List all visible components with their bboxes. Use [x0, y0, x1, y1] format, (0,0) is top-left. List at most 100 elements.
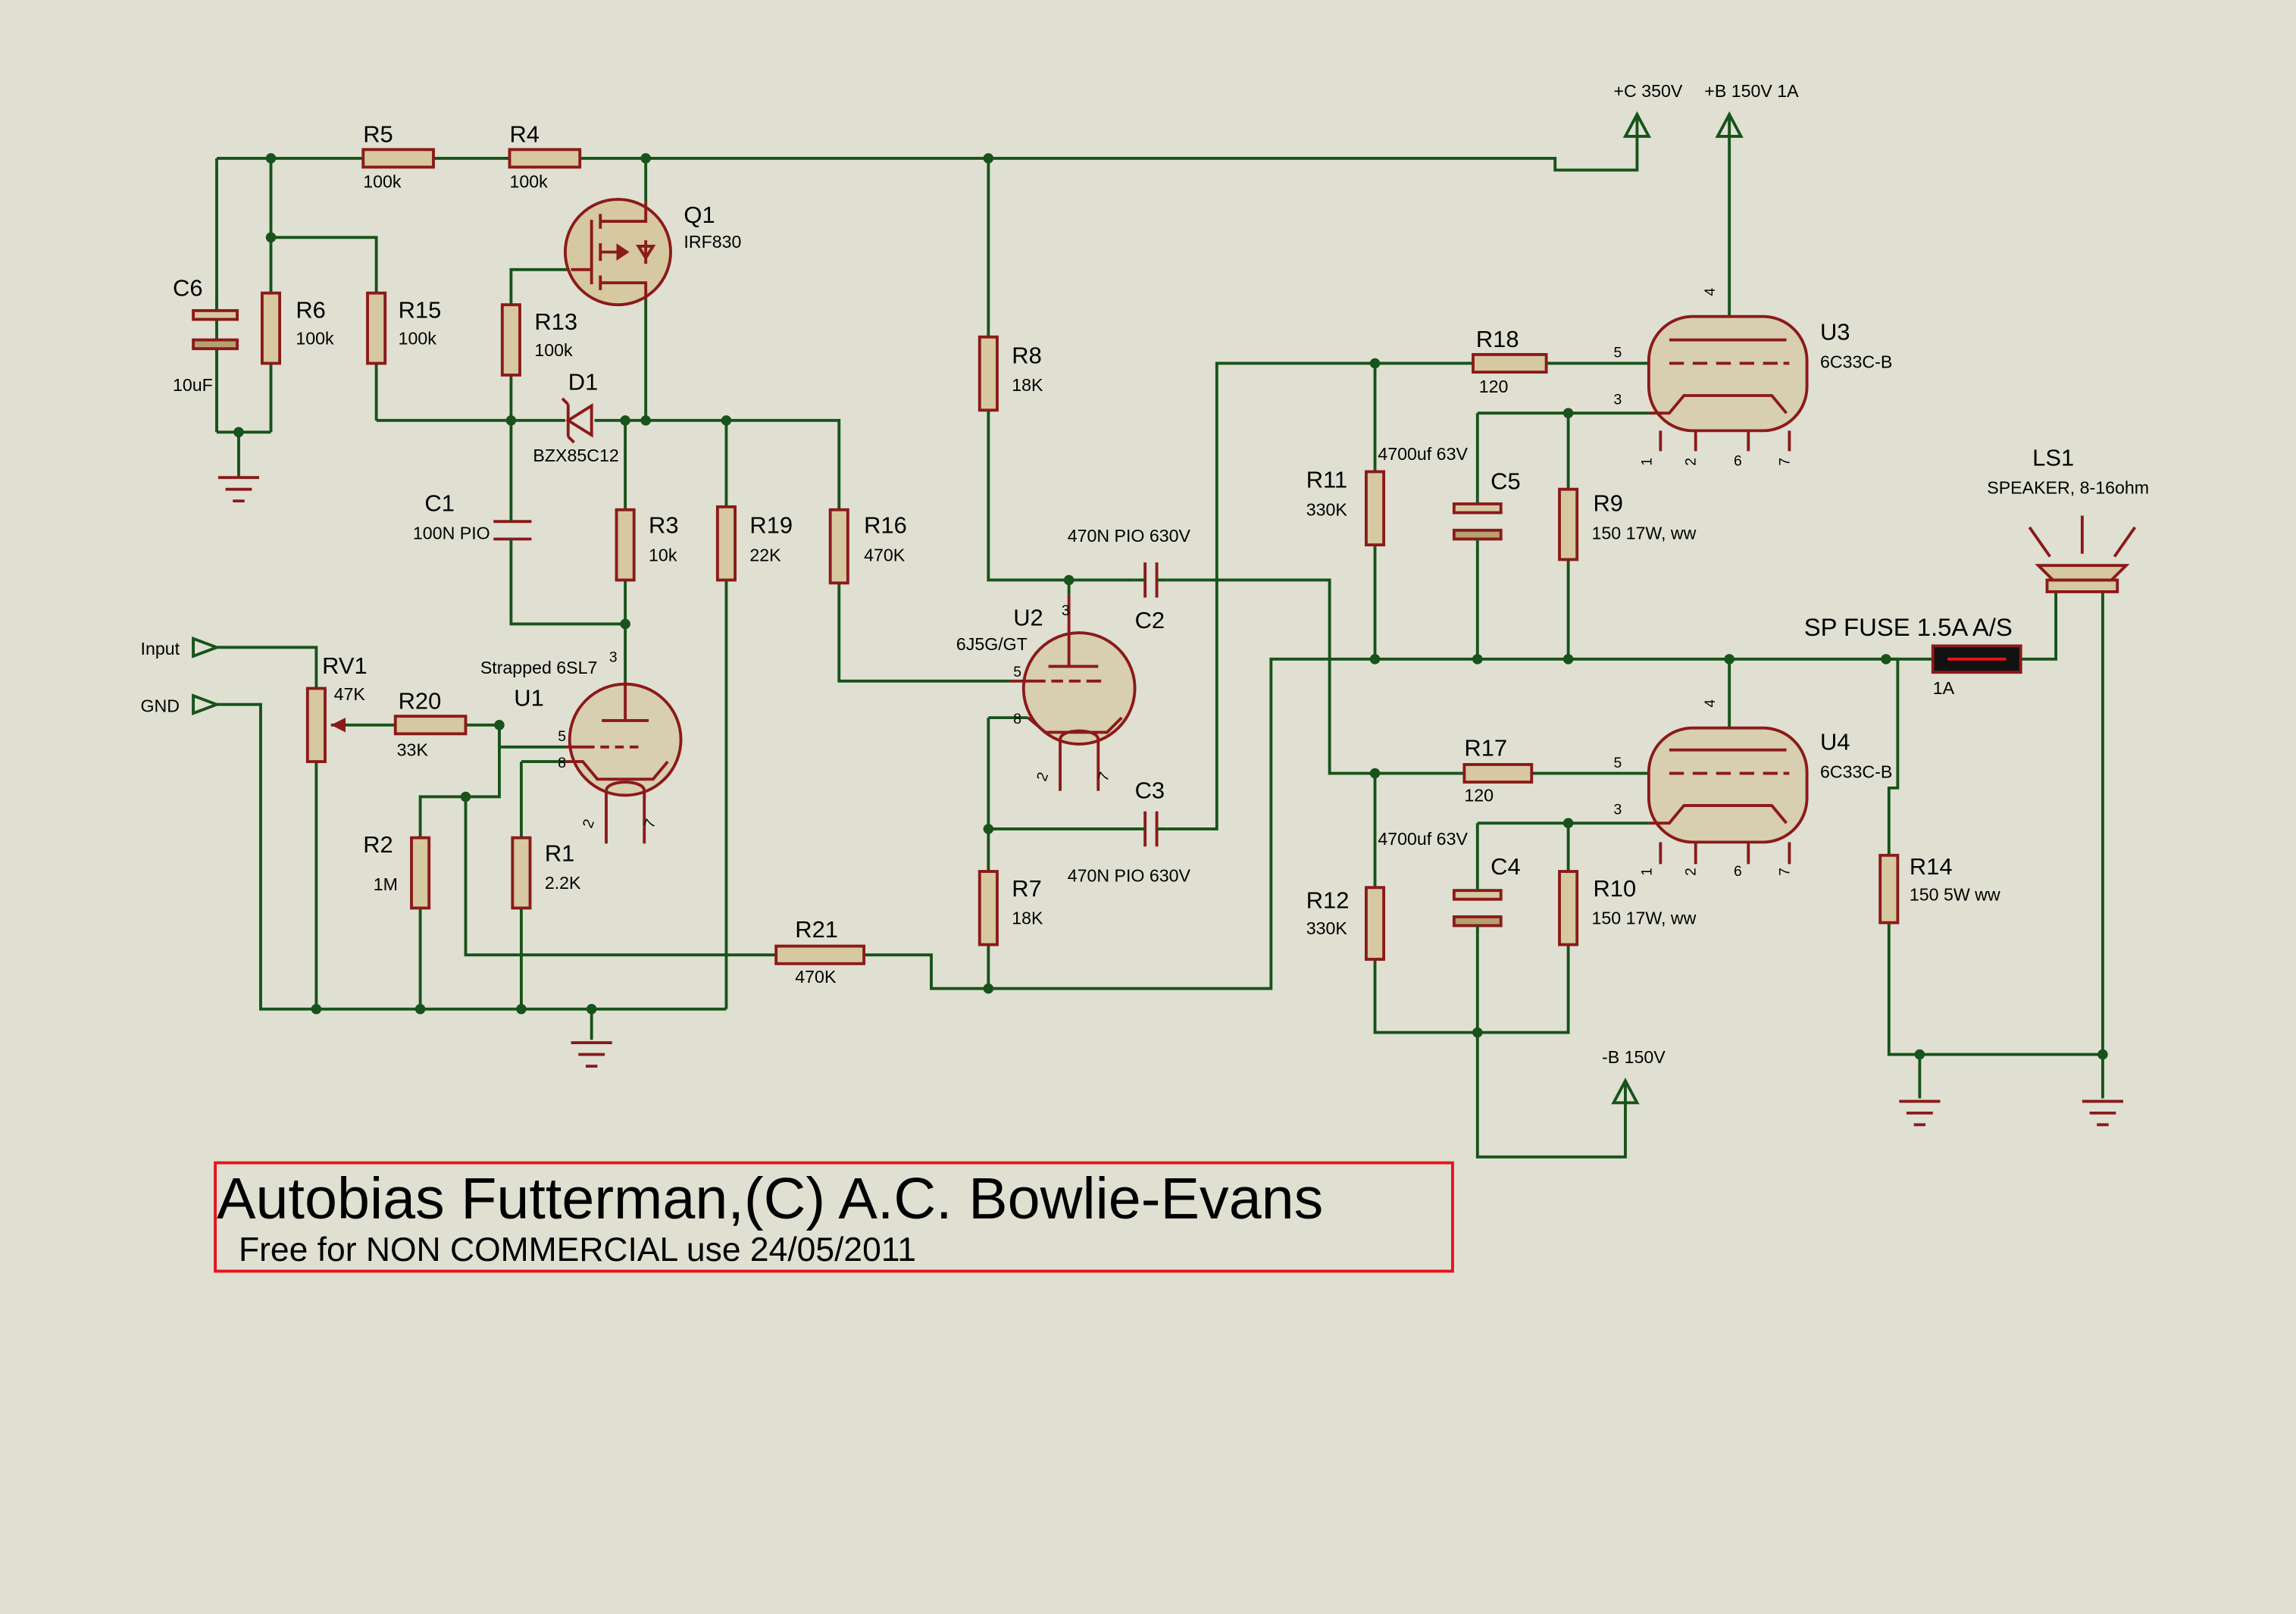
capacitor-c1[interactable] [493, 515, 532, 546]
gnd-port-icon[interactable] [192, 693, 221, 716]
resistor-r20[interactable] [393, 715, 468, 736]
resistor-r2[interactable] [410, 836, 431, 910]
resistor-r21[interactable] [774, 944, 866, 965]
label-c4-ref: C4 [1491, 853, 1521, 880]
label-u2-value: 6J5G/GT [956, 634, 1028, 654]
junctions [233, 153, 2108, 1060]
label-r17-ref: R17 [1464, 734, 1507, 761]
label-r15-value: 100k [399, 328, 437, 348]
label-u4-value: 6C33C-B [1820, 762, 1892, 781]
label-r20-value: 33K [397, 740, 429, 759]
zener-diode-d1[interactable] [561, 397, 593, 444]
resistor-r4[interactable] [508, 148, 582, 169]
label-d1-ref: D1 [568, 368, 599, 395]
rv1-wiper-arrow-icon [330, 718, 346, 733]
label-r13-ref: R13 [534, 308, 577, 335]
label-r18-value: 120 [1479, 377, 1509, 396]
resistor-r7[interactable] [978, 870, 999, 946]
label-c1-value: 100N PIO [413, 523, 490, 543]
speaker-icon [2045, 578, 2119, 593]
pin-number: 8 [1013, 712, 1021, 727]
tube-u1[interactable] [565, 680, 683, 844]
resistor-r14[interactable] [1878, 853, 1900, 924]
ground-icon [217, 476, 260, 503]
capacitor-c4[interactable] [1452, 883, 1503, 935]
ground-icon [571, 1041, 612, 1068]
pin-number: 3 [1614, 393, 1622, 408]
label-r5-ref: R5 [363, 121, 393, 148]
resistor-r10[interactable] [1558, 870, 1579, 946]
label-r7-value: 18K [1012, 909, 1043, 928]
label-fuse-value: 1A [1933, 678, 1955, 698]
resistor-r5[interactable] [361, 148, 435, 169]
label-c4-value: 4700uf 63V [1378, 829, 1468, 849]
pin-number: 4 [1703, 288, 1719, 296]
tube-u3[interactable] [1647, 314, 1809, 452]
label-r14-value: 150 5W ww [1910, 885, 2000, 905]
label-r21-value: 470K [795, 967, 837, 987]
resistor-r19[interactable] [715, 505, 737, 582]
input-port-icon[interactable] [192, 636, 221, 658]
plus-b-arrow-icon [1715, 111, 1744, 138]
capacitors [192, 292, 1503, 935]
capacitor-c5[interactable] [1452, 498, 1503, 546]
resistor-r16[interactable] [828, 508, 849, 585]
label-r9-ref: R9 [1593, 490, 1623, 517]
capacitor-c3[interactable] [1134, 811, 1168, 847]
ground-icon [2082, 1099, 2123, 1127]
pin-number: 4 [1703, 699, 1719, 708]
tube-u4[interactable] [1647, 726, 1809, 865]
capacitor-c6[interactable] [192, 292, 239, 433]
label-u3-ref: U3 [1820, 319, 1850, 346]
plus-c-arrow-icon [1622, 111, 1652, 138]
rail-label-plus-b: +B 150V 1A [1704, 81, 1799, 101]
fuse[interactable] [1931, 644, 2022, 674]
label-r6-ref: R6 [296, 297, 326, 324]
pin-number: 7 [1777, 868, 1793, 876]
resistor-bodies [260, 148, 1900, 965]
resistor-r6[interactable] [260, 291, 282, 365]
label-r7-ref: R7 [1012, 875, 1042, 902]
pin-number: 2 [1034, 771, 1052, 784]
resistor-r3[interactable] [615, 508, 636, 582]
rail-label-minus-b: -B 150V [1602, 1047, 1666, 1067]
resistor-r18[interactable] [1472, 352, 1548, 374]
label-q1-value: IRF830 [683, 232, 741, 252]
resistor-r17[interactable] [1462, 763, 1534, 784]
label-r15-ref: R15 [399, 297, 442, 324]
label-r16-ref: R16 [864, 512, 907, 539]
resistor-r15[interactable] [366, 291, 387, 365]
input-ports[interactable]: Input GND [141, 636, 221, 716]
label-r5-value: 100k [363, 172, 402, 192]
rail-labels: +C 350V +B 150V 1A -B 150V [1602, 81, 1799, 1067]
label-c6-ref: C6 [173, 275, 203, 302]
label-r17-value: 120 [1464, 785, 1494, 805]
resistor-r12[interactable] [1364, 886, 1386, 961]
title-main: Autobias Futterman,(C) A.C. Bowlie-Evans [217, 1166, 1323, 1231]
label-u1-value: Strapped 6SL7 [480, 658, 598, 677]
label-r3-ref: R3 [649, 512, 679, 539]
tube-u2[interactable] [1010, 594, 1137, 791]
minus-b-arrow-icon [1611, 1078, 1640, 1105]
pin-number: 3 [1614, 802, 1622, 818]
resistor-r1[interactable] [511, 836, 532, 910]
label-r19-value: 22K [749, 545, 781, 565]
potentiometer-rv1[interactable] [305, 687, 327, 764]
mosfet-q1[interactable] [563, 198, 672, 307]
resistor-r9[interactable] [1558, 487, 1579, 561]
label-r4-value: 100k [509, 172, 548, 192]
pin-number: 1 [1640, 458, 1656, 466]
label-ls1-value: SPEAKER, 8-16ohm [1987, 477, 2149, 497]
resistor-r8[interactable] [978, 335, 999, 412]
pin-number: 6 [1734, 864, 1742, 880]
capacitor-c2[interactable] [1134, 562, 1168, 598]
label-r9-value: 150 17W, ww [1592, 523, 1697, 543]
label-c5-value: 4700uf 63V [1378, 444, 1468, 464]
label-r11-ref: R11 [1306, 467, 1347, 493]
speaker-ls1[interactable] [2028, 515, 2137, 593]
resistor-r11[interactable] [1364, 470, 1386, 547]
resistor-r13[interactable] [500, 303, 521, 377]
label-rv1-ref: RV1 [322, 652, 368, 679]
label-c1-ref: C1 [424, 490, 455, 517]
label-r16-value: 470K [864, 545, 906, 565]
